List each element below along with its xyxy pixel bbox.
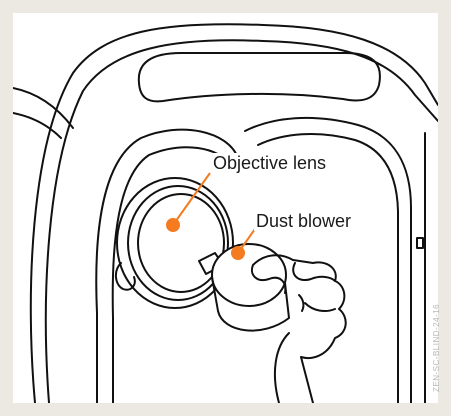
dust-blower-front <box>212 244 286 306</box>
strap-line-upper <box>13 88 73 128</box>
illustration-panel: Objective lens Dust blower <box>13 13 438 403</box>
camera-top-handle <box>139 53 380 101</box>
objective-lens-marker <box>166 218 180 232</box>
dust-blower-label: Dust blower <box>254 211 353 231</box>
dust-blower-marker <box>231 246 245 260</box>
objective-lens-label: Objective lens <box>211 153 328 173</box>
camera-cleaning-illustration <box>13 13 438 403</box>
side-clip <box>417 238 423 248</box>
figure-code: ZEN-SC-BLIND-24-16 <box>432 304 441 392</box>
hand-detail <box>299 295 303 311</box>
